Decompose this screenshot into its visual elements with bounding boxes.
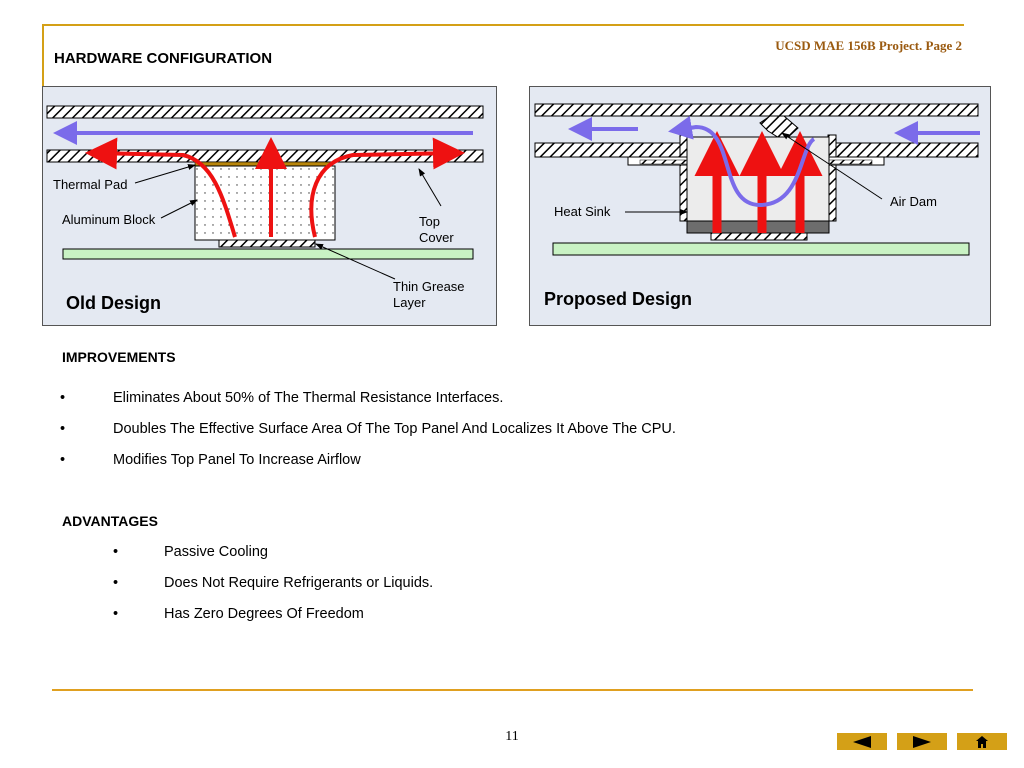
air-dam-pointer <box>781 132 883 200</box>
circuit-board <box>62 248 474 260</box>
home-button[interactable] <box>957 733 1007 750</box>
proposed-design-diagram <box>534 103 980 256</box>
advantage-text: Has Zero Degrees Of Freedom <box>164 606 364 622</box>
air-dam-label: Air Dam <box>890 194 937 209</box>
header-left-rule <box>42 24 44 88</box>
project-label: UCSD MAE 156B Project. Page 2 <box>775 38 962 53</box>
improvement-text: Modifies Top Panel To Increase Airflow <box>113 452 361 468</box>
aluminum-block-label: Aluminum Block <box>62 212 156 227</box>
triangle-left-icon <box>853 735 871 748</box>
advantage-text: Does Not Require Refrigerants or Liquids… <box>164 575 434 591</box>
old-design-diagram <box>46 105 484 280</box>
bullet-icon: • <box>60 390 66 406</box>
mount-left-strip <box>639 159 689 165</box>
air-flow-through-sink <box>668 115 816 208</box>
thin-grease-pointer <box>315 243 396 280</box>
heat-sink-label: Heat Sink <box>554 204 611 219</box>
improvement-text: Doubles The Effective Surface Area Of Th… <box>113 421 676 437</box>
home-icon <box>976 735 988 748</box>
triangle-right-icon <box>913 735 931 748</box>
bullet-icon: • <box>113 575 119 591</box>
heat-flow-left <box>85 137 237 238</box>
top-cover-plate <box>46 105 484 119</box>
next-slide-button[interactable] <box>897 733 947 750</box>
page-number: 11 <box>505 729 519 744</box>
mount-right-strip <box>827 159 873 165</box>
footer-rule <box>52 689 973 691</box>
thermal-pad-label: Thermal Pad <box>53 177 128 192</box>
improvements-heading: IMPROVEMENTS <box>62 349 176 365</box>
old-design-panel: Thermal Pad Aluminum Block Top Cover Thi… <box>42 86 497 326</box>
page-title: HARDWARE CONFIGURATION <box>54 50 273 67</box>
proposed-design-panel: Heat Sink Air Dam Proposed Design <box>529 86 991 326</box>
thermal-pad-pointer <box>134 164 196 184</box>
aluminum-block-pointer <box>160 199 198 219</box>
panel-right <box>828 142 979 158</box>
top-cover-pointer <box>418 168 442 207</box>
panel-left <box>534 142 688 158</box>
circuit-board <box>552 242 970 256</box>
top-cover-label: Top Cover <box>419 214 454 245</box>
advantages-heading: ADVANTAGES <box>62 513 158 529</box>
thermal-pad <box>194 161 332 167</box>
header-top-rule <box>42 24 964 26</box>
thin-grease-layer <box>710 232 808 241</box>
proposed-design-title: Proposed Design <box>544 289 693 309</box>
improvement-text: Eliminates About 50% of The Thermal Resi… <box>113 390 504 406</box>
heat-flow-right <box>309 137 465 238</box>
thin-grease-label: Thin Grease Layer <box>393 279 465 310</box>
bullet-icon: • <box>113 544 119 560</box>
prev-slide-button[interactable] <box>837 733 887 750</box>
thin-grease-layer <box>218 239 316 248</box>
bullet-icon: • <box>113 606 119 622</box>
top-cover-plate <box>534 103 979 117</box>
advantage-text: Passive Cooling <box>164 544 268 560</box>
bullet-icon: • <box>60 421 66 437</box>
bullet-icon: • <box>60 452 66 468</box>
old-design-title: Old Design <box>66 293 162 313</box>
